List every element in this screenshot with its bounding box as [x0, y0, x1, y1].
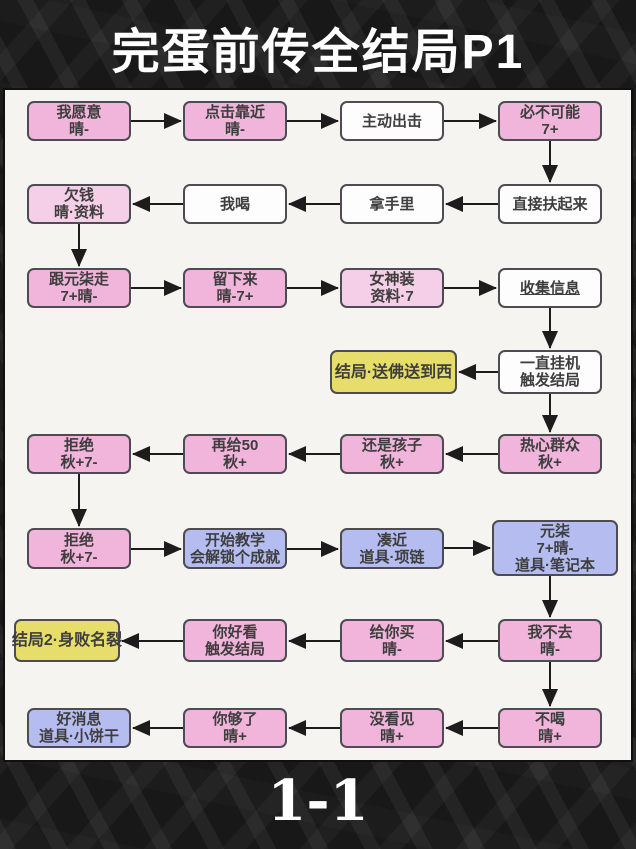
flow-node-label: 秋+: [538, 454, 562, 471]
flow-node-label: 秋+7-: [60, 548, 98, 566]
page-title: 完蛋前传全结局P1: [111, 26, 525, 79]
flow-node-b1: 欠钱晴·资料: [27, 184, 131, 224]
flow-node-label: 秋+: [380, 454, 404, 471]
flow-node-h3: 没看见晴+: [340, 708, 444, 748]
flow-node-label: 收集信息: [519, 279, 580, 297]
flow-node-label: 元柒: [539, 522, 570, 540]
flow-node-label: 资料·7: [370, 288, 414, 305]
flow-node-label: 晴-: [382, 640, 402, 658]
flow-node-label: 晴-: [69, 121, 89, 138]
flow-node-label: 触发结局: [519, 372, 580, 389]
flow-node-label: 跟元柒走: [48, 271, 109, 288]
flow-node-label: 触发结局: [204, 640, 265, 658]
flow-node-label: 欠钱: [63, 187, 94, 204]
flow-node-label: 7+晴-: [536, 539, 574, 557]
flow-node-label: 开始教学: [204, 531, 265, 549]
flow-node-label: 直接扶起来: [512, 195, 588, 213]
flow-node-d4: 一直挂机触发结局: [498, 350, 602, 394]
flow-node-label: 拿手里: [369, 195, 415, 213]
flow-node-label: 晴+: [380, 728, 404, 745]
flow-node-label: 主动出击: [361, 112, 422, 130]
flow-node-b4: 直接扶起来: [498, 184, 602, 224]
flow-node-g2: 你好看触发结局: [183, 619, 287, 662]
flow-node-label: 没看见: [369, 711, 415, 728]
flow-node-label: 必不可能: [519, 104, 580, 121]
flow-node-label: 会解锁个成就: [189, 548, 280, 566]
flow-node-label: 你够了: [212, 711, 258, 728]
flow-node-g4: 我不去晴-: [498, 619, 602, 662]
flow-node-label: 道具·笔记本: [515, 556, 595, 574]
flow-node-h4: 不喝晴+: [498, 708, 602, 748]
flow-node-label: 7+晴-: [60, 288, 98, 305]
flow-node-label: 我喝: [219, 195, 250, 213]
flow-node-f1: 拒绝秋+7-: [27, 528, 131, 569]
flow-node-y2: 结局2·身败名裂: [11, 619, 123, 662]
flow-node-h1: 好消息道具·小饼干: [27, 708, 131, 748]
flow-node-b3: 拿手里: [340, 184, 444, 224]
flow-node-label: 好消息: [56, 711, 102, 728]
flow-node-label: 结局·送佛送到西: [334, 363, 453, 381]
flow-node-label: 结局2·身败名裂: [11, 632, 123, 649]
flow-node-label: 道具·项链: [359, 548, 425, 566]
flow-node-label: 凑近: [376, 531, 407, 549]
flow-node-label: 我愿意: [56, 104, 102, 121]
flow-node-label: 晴-: [225, 121, 245, 138]
flow-node-label: 点击靠近: [204, 104, 265, 121]
flow-node-b2: 我喝: [183, 184, 287, 224]
flow-node-label: 7+: [541, 121, 559, 138]
flow-node-label: 拒绝: [63, 437, 94, 454]
flow-node-label: 秋+7-: [60, 454, 98, 471]
page-number: 1-1: [267, 768, 369, 834]
flow-node-g3: 给你买晴-: [340, 619, 444, 662]
flow-node-label: 晴+: [223, 728, 247, 745]
flow-node-label: 晴·资料: [54, 204, 104, 221]
flow-node-a3: 主动出击: [340, 101, 444, 141]
flow-node-label: 我不去: [527, 623, 573, 641]
flow-node-h2: 你够了晴+: [183, 708, 287, 748]
flow-node-c3: 女神装资料·7: [340, 268, 444, 308]
flow-node-label: 给你买: [369, 623, 415, 641]
flow-node-label: 你好看: [212, 623, 258, 641]
flow-node-label: 道具·小饼干: [39, 728, 119, 745]
flow-node-label: 晴-: [540, 640, 560, 658]
flow-node-f3: 凑近道具·项链: [340, 528, 444, 569]
flow-node-label: 留下来: [212, 271, 258, 288]
flow-node-y1: 结局·送佛送到西: [330, 350, 457, 394]
flow-node-f2: 开始教学会解锁个成就: [183, 528, 287, 569]
flow-node-label: 拒绝: [63, 531, 94, 549]
flow-node-c4: 收集信息: [498, 268, 602, 308]
flow-node-label: 还是孩子: [361, 437, 422, 454]
flow-node-label: 再给50: [211, 437, 259, 454]
flow-node-label: 不喝: [534, 711, 565, 728]
flow-node-label: 女神装: [369, 271, 415, 288]
flow-node-c2: 留下来晴-7+: [183, 268, 287, 308]
flow-node-label: 晴+: [538, 728, 562, 745]
flow-node-label: 晴-7+: [216, 288, 254, 305]
flow-node-label: 一直挂机: [519, 355, 580, 372]
flow-node-label: 秋+: [223, 454, 247, 471]
flow-node-a2: 点击靠近晴-: [183, 101, 287, 141]
flow-node-e1: 拒绝秋+7-: [27, 434, 131, 474]
flow-node-a1: 我愿意晴-: [27, 101, 131, 141]
flow-node-e3: 还是孩子秋+: [340, 434, 444, 474]
flow-node-e4: 热心群众秋+: [498, 434, 602, 474]
flow-node-label: 热心群众: [519, 437, 580, 454]
